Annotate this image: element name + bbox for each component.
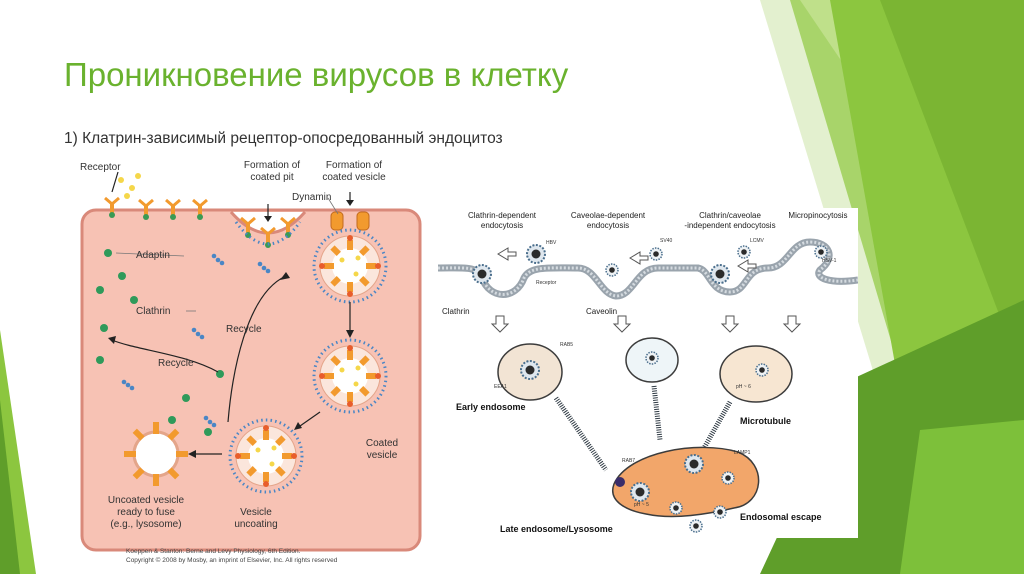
- label-recycle-1: Recycle: [226, 324, 262, 335]
- label-lamp1: LAMP1: [734, 450, 751, 456]
- label-caveolin: Caveolin: [586, 307, 617, 316]
- label-ph5: pH ~ 5: [634, 502, 649, 508]
- label-receptor-right: Receptor: [536, 280, 557, 286]
- label-late-endosome: Late endosome/Lysosome: [500, 524, 613, 534]
- label-dynamin: Dynamin: [292, 192, 331, 203]
- label-clathrin: Clathrin: [136, 306, 170, 317]
- label-caveolae-dependent-2: endocytosis: [587, 221, 629, 230]
- label-coated-vesicle-2: vesicle: [367, 450, 398, 461]
- label-formation-vesicle-1: Formation of: [326, 160, 382, 171]
- label-clathrin-dependent-2: endocytosis: [481, 221, 523, 230]
- label-hsv1: HSV-1: [822, 258, 837, 264]
- label-clathrin-dependent-1: Clathrin-dependent: [468, 211, 537, 220]
- label-lcmv: LCMV: [750, 238, 765, 244]
- label-uncoated-1: Uncoated vesicle: [108, 495, 185, 506]
- label-adaptin: Adaptin: [136, 250, 170, 261]
- label-formation-pit-2: coated pit: [250, 172, 294, 183]
- label-formation-pit-1: Formation of: [244, 160, 300, 171]
- label-rab7: RAB7: [622, 458, 635, 464]
- label-clathrin-caveolae-1: Clathrin/caveolae: [699, 211, 761, 220]
- clathrin-endocytosis-figure: Receptor Formation of coated pit Formati…: [80, 160, 422, 564]
- label-coated-vesicle-1: Coated: [366, 438, 398, 449]
- label-endosomal-escape: Endosomal escape: [740, 512, 822, 522]
- label-micropinocytosis: Micropinocytosis: [788, 211, 847, 220]
- label-recycle-2: Recycle: [158, 358, 194, 369]
- slide-subtitle: 1) Клатрин-зависимый рецептор-опосредова…: [64, 130, 503, 147]
- label-vesicle-uncoating-2: uncoating: [234, 519, 277, 530]
- label-early-endosome: Early endosome: [456, 402, 526, 412]
- label-hbv: HBV: [546, 240, 557, 246]
- label-ph6: pH ~ 6: [736, 384, 751, 390]
- label-clathrin-right: Clathrin: [442, 307, 470, 316]
- label-uncoated-2: ready to fuse: [117, 507, 175, 518]
- label-eea1: EEA1: [494, 384, 507, 390]
- label-uncoated-3: (e.g., lysosome): [110, 519, 181, 530]
- label-sv40: SV40: [660, 238, 672, 244]
- figure-credit-1: Koeppen & Stanton: Berne and Levy Physio…: [126, 548, 301, 555]
- label-caveolae-dependent-1: Caveolae-dependent: [571, 211, 646, 220]
- label-formation-vesicle-2: coated vesicle: [322, 172, 386, 183]
- slide-title: Проникновение вирусов в клетку: [64, 56, 569, 93]
- label-receptor: Receptor: [80, 162, 121, 173]
- figure-credit-2: Copyright © 2008 by Mosby, an imprint of…: [126, 556, 338, 564]
- label-clathrin-caveolae-2: -independent endocytosis: [684, 221, 775, 230]
- label-vesicle-uncoating-1: Vesicle: [240, 507, 272, 518]
- label-microtubule: Microtubule: [740, 416, 791, 426]
- endocytosis-pathways-figure: Clathrin-dependent endocytosis Caveolae-…: [438, 208, 858, 538]
- label-rab5: RAB5: [560, 342, 573, 348]
